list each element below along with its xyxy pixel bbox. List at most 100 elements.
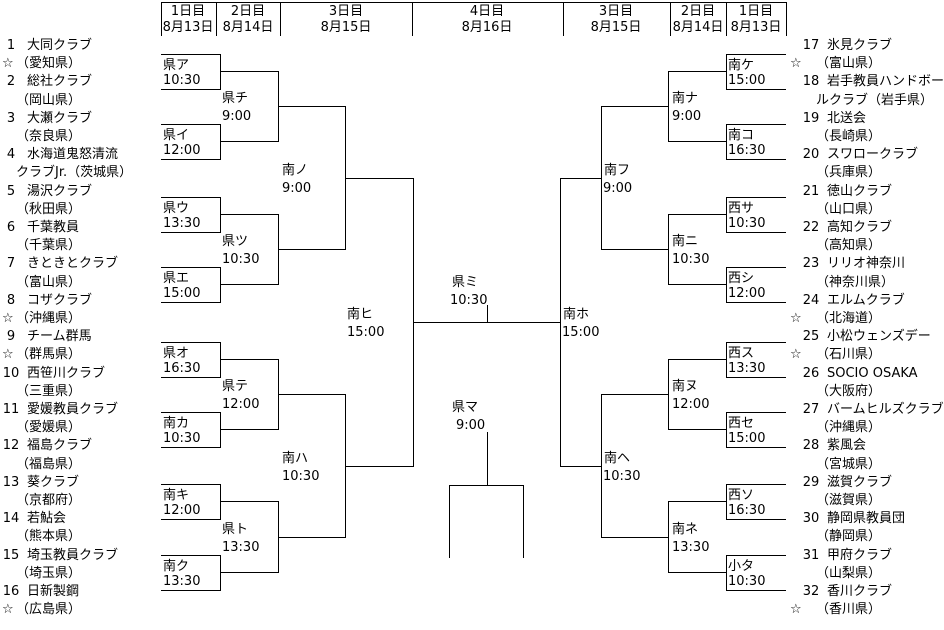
team-prefecture: （沖縄県） xyxy=(16,311,82,326)
team-number: 10 xyxy=(2,366,20,381)
team-prefecture: （岡山県） xyxy=(16,93,82,108)
bracket-line xyxy=(668,501,669,573)
seed-star-icon: ☆ xyxy=(2,311,14,326)
team-name: 氷見クラブ xyxy=(827,38,893,53)
team-name: 日新製鋼 xyxy=(27,584,80,599)
match-time: 9:00 xyxy=(603,181,633,196)
team-number: 7 xyxy=(6,256,16,271)
match-time: 10:30 xyxy=(282,469,320,484)
seed-star-icon: ☆ xyxy=(2,56,14,71)
header-date: 8月14日 xyxy=(222,20,274,35)
match-time: 9:00 xyxy=(282,181,312,196)
header-date: 8月13日 xyxy=(162,20,214,35)
connector-line xyxy=(668,284,726,285)
header-separator xyxy=(670,2,671,36)
match-label: 南ハ xyxy=(282,451,309,466)
match-label: 南フ xyxy=(604,163,631,178)
connector-line xyxy=(221,429,278,430)
header-separator xyxy=(280,2,281,36)
team-name: 湯沢クラブ xyxy=(27,184,93,199)
match-time: 16:30 xyxy=(728,143,766,158)
header-date: 8月13日 xyxy=(730,20,782,35)
match-box-line xyxy=(220,197,221,233)
header-day: 3日目 xyxy=(328,4,364,19)
team-number: 29 xyxy=(802,475,820,490)
match-box-line xyxy=(726,124,786,125)
match-label: 南ノ xyxy=(282,163,309,178)
connector-line xyxy=(668,429,726,430)
match-box-line xyxy=(726,555,786,556)
team-name: 福島クラブ xyxy=(27,438,93,453)
team-number: 13 xyxy=(2,475,20,490)
team-name: 千葉教員 xyxy=(27,220,80,235)
match-box-line xyxy=(161,484,221,485)
team-prefecture: （北海道） xyxy=(816,311,882,326)
team-prefecture: （山口県） xyxy=(816,202,882,217)
team-prefecture: クラブJr.（茨城県） xyxy=(16,165,133,180)
header-separator xyxy=(412,2,413,36)
team-prefecture: （香川県） xyxy=(816,602,882,617)
third-place-line xyxy=(487,432,488,486)
team-prefecture: （兵庫県） xyxy=(816,165,882,180)
team-prefecture: （秋田県） xyxy=(16,202,82,217)
team-name: 愛媛教員クラブ xyxy=(27,402,119,417)
team-number: 27 xyxy=(802,402,820,417)
match-box-line xyxy=(726,377,786,378)
match-box-line xyxy=(726,519,786,520)
header-separator xyxy=(216,2,217,36)
team-number: 31 xyxy=(802,548,820,563)
match-label: 南コ xyxy=(728,128,755,143)
team-number: 2 xyxy=(6,74,16,89)
team-number: 22 xyxy=(802,220,820,235)
team-name: 岩手教員ハンドボー xyxy=(827,74,944,89)
bracket-line xyxy=(279,537,345,538)
match-box-line xyxy=(220,267,221,303)
seed-star-icon: ☆ xyxy=(2,347,14,362)
connector-line xyxy=(221,359,278,360)
match-label: 西ソ xyxy=(728,488,755,503)
match-box-line xyxy=(161,89,221,90)
seed-star-icon: ☆ xyxy=(790,602,802,617)
match-time: 12:00 xyxy=(222,397,260,412)
header-top-line xyxy=(161,2,787,3)
match-label: 西シ xyxy=(728,271,755,286)
match-box-line xyxy=(161,447,221,448)
match-box-line xyxy=(726,54,727,90)
match-label: 南ニ xyxy=(672,234,699,249)
match-label: 南カ xyxy=(163,416,190,431)
match-box-line xyxy=(726,342,786,343)
bracket-line xyxy=(346,466,413,467)
team-name: 総社クラブ xyxy=(27,74,93,89)
team-prefecture: （静岡県） xyxy=(816,529,882,544)
team-number: 11 xyxy=(2,402,20,417)
team-name: 水海道鬼怒清流 xyxy=(27,147,119,162)
team-number: 18 xyxy=(802,74,820,89)
team-name: 北送会 xyxy=(827,111,867,126)
match-label: 県エ xyxy=(163,271,190,286)
header-day: 2日目 xyxy=(680,4,716,19)
team-prefecture: （富山県） xyxy=(16,275,82,290)
team-number: 20 xyxy=(802,147,820,162)
team-prefecture: ルクラブ（岩手県） xyxy=(816,93,934,108)
header-date: 8月15日 xyxy=(320,20,372,35)
team-prefecture: （山梨県） xyxy=(816,566,882,581)
connector-line xyxy=(668,71,726,72)
match-label: 県ウ xyxy=(163,201,190,216)
team-name: チーム群馬 xyxy=(27,329,92,344)
team-name: 香川クラブ xyxy=(827,584,893,599)
team-name: 徳山クラブ xyxy=(827,184,893,199)
match-label: 南ケ xyxy=(728,58,755,73)
third-place-line xyxy=(449,486,450,558)
match-label: 県ツ xyxy=(222,234,249,249)
match-box-line xyxy=(161,267,221,268)
match-box-line xyxy=(220,555,221,591)
match-time: 10:30 xyxy=(163,73,201,88)
connector-line xyxy=(668,359,726,360)
team-name: 甲府クラブ xyxy=(827,548,893,563)
bracket-line xyxy=(602,394,668,395)
match-box-line xyxy=(726,412,786,413)
match-time: 12:00 xyxy=(728,286,766,301)
team-number: 21 xyxy=(802,184,820,199)
team-prefecture: （埼玉県） xyxy=(16,566,82,581)
bracket-line xyxy=(602,249,668,250)
